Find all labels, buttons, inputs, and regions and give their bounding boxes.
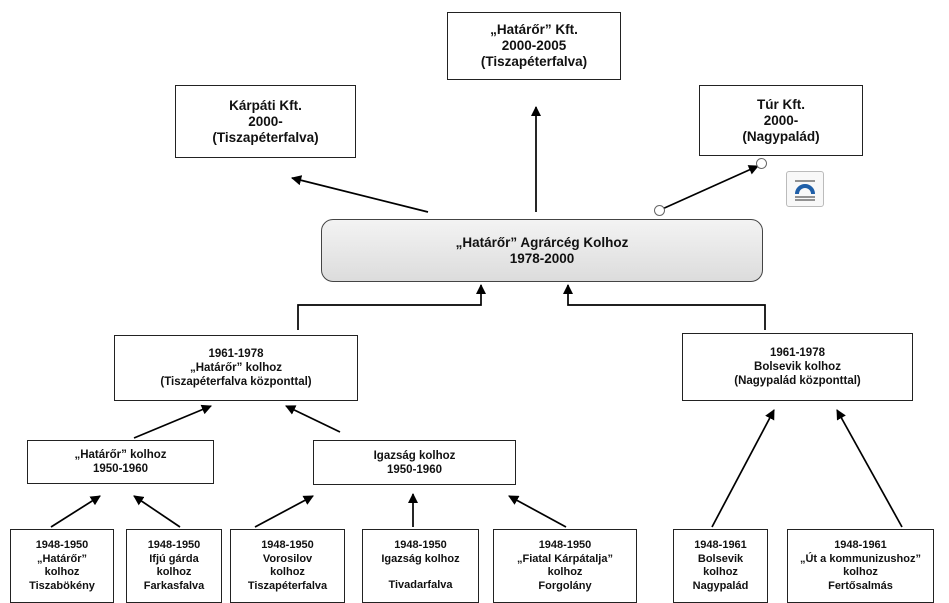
node-line: Igazság kolhoz [381,552,460,565]
node-line: Forgolány [538,579,592,592]
node-line: Tiszabökény [29,579,95,592]
node-line: Kárpáti Kft. [229,97,302,113]
node-line: (Tiszapéterfalva) [212,129,319,145]
node-line: (Tiszapéterfalva) [480,54,588,69]
node-line: 2000- [763,112,799,128]
arrow-tiszabokeny-to-hataror-1950 [50,495,101,528]
node-line: Ifjú gárda [149,552,199,565]
node-line: „Határőr” kolhoz [189,362,282,374]
arrow-root-to-karpati [291,175,429,213]
node-hataror-kolhoz-1961: 1961-1978 „Határőr” kolhoz (Tiszapéterfa… [114,335,358,401]
arrow-nagypalad-to-bolsevik-1961 [711,409,775,528]
node-hataror-kft: „Határőr” Kft. 2000-2005 (Tiszapéterfalv… [447,12,621,80]
connector-end-handle[interactable] [756,158,767,169]
node-line: 1948-1961 [834,539,887,551]
arrow-hataror-1961-to-root [297,283,487,330]
node-line: 1950-1960 [93,463,148,475]
node-line: 1978-2000 [509,250,575,266]
node-line: kolhoz [156,566,192,578]
node-line: kolhoz [44,566,80,578]
node-line: 2000- [248,113,283,129]
connector-start-handle[interactable] [654,205,665,216]
node-igazsag-kolhoz-1950: Igazság kolhoz 1950-1960 [313,440,516,485]
node-line: kolhoz [270,566,305,578]
node-line: Bolsevik [697,552,744,565]
arrow-fertosalmas-to-bolsevik-1961 [836,409,903,528]
node-bottom-tivadarfalva: 1948-1950 Igazság kolhoz Tivadarfalva [362,529,479,603]
arrow-tiszapeterfalva-to-igazsag [254,495,314,528]
node-bolsevik-kolhoz-1961: 1961-1978 Bolsevik kolhoz (Nagypalád köz… [682,333,913,401]
node-line: 1948-1950 [538,539,592,551]
node-line: 1950-1960 [387,463,442,476]
node-line: 1948-1950 [35,539,89,551]
node-line: (Tiszapéterfalva központtal) [160,376,312,388]
arrow-root-to-tur-kft [659,165,759,211]
node-line: „Határőr” kolhoz [74,449,167,461]
node-line: Nagypalád [692,579,749,592]
node-line: „Út a kommunizushoz” [799,552,921,565]
node-line: „Határőr” Kft. [490,22,578,37]
node-bottom-tiszabokeny: 1948-1950 „Határőr” kolhoz Tiszabökény [10,529,114,603]
node-bottom-nagypalad: 1948-1961 Bolsevik kolhoz Nagypalád [673,529,768,603]
node-karpati-kft: Kárpáti Kft. 2000- (Tiszapéterfalva) [175,85,356,158]
layout-options-icon[interactable] [786,171,824,207]
node-line: Vorosilov [262,552,313,565]
arrow-farkasfalva-to-hataror-1950 [133,495,181,528]
layout-options-glyph [795,180,815,201]
node-line: Fertősalmás [828,579,893,592]
node-line: 1948-1961 [694,539,747,551]
arrow-igazsag-1950-to-hataror-1961 [285,405,341,433]
node-bottom-farkasfalva: 1948-1950 Ifjú gárda kolhoz Farkasfalva [126,529,222,603]
node-line: Túr Kft. [757,96,805,112]
node-line: „Határőr” [36,552,88,565]
node-line: 2000-2005 [501,38,567,53]
node-line: „Fiatal Kárpátalja” [517,552,613,565]
node-line: kolhoz [703,566,738,578]
node-line: 1948-1950 [394,539,447,552]
node-line: 1961-1978 [770,347,825,359]
arrow-forgolany-to-igazsag [508,495,567,528]
node-line: „Határőr” Agrárcég Kolhoz [455,234,629,250]
node-bottom-forgolany: 1948-1950 „Fiatal Kárpátalja” kolhoz For… [493,529,637,603]
node-line: 1961-1978 [208,348,264,360]
node-root-agrarceg: „Határőr” Agrárcég Kolhoz 1978-2000 [321,219,763,282]
node-line: 1948-1950 [261,539,314,551]
node-line: (Nagypalád központtal) [734,375,861,387]
node-line: Tiszapéterfalva [247,579,328,592]
node-line: Bolsevik kolhoz [754,361,841,373]
node-tur-kft: Túr Kft. 2000- (Nagypalád) [699,85,863,156]
node-bottom-tiszapeterfalva: 1948-1950 Vorosilov kolhoz Tiszapéterfal… [230,529,345,603]
arrow-hataror-1950-to-hataror-1961 [133,404,212,439]
node-line: (Nagypalád) [742,128,820,144]
node-line: Tivadarfalva [388,579,453,592]
node-line: 1948-1950 [147,539,201,551]
node-line: kolhoz [547,566,583,578]
node-hataror-kolhoz-1950: „Határőr” kolhoz 1950-1960 [27,440,214,484]
arrow-bolsevik-1961-to-root [562,283,766,330]
node-line: Igazság kolhoz [373,449,456,462]
node-bottom-fertosalmas: 1948-1961 „Út a kommunizushoz” kolhoz Fe… [787,529,934,603]
node-line: kolhoz [843,566,878,578]
node-line: Farkasfalva [143,579,205,592]
